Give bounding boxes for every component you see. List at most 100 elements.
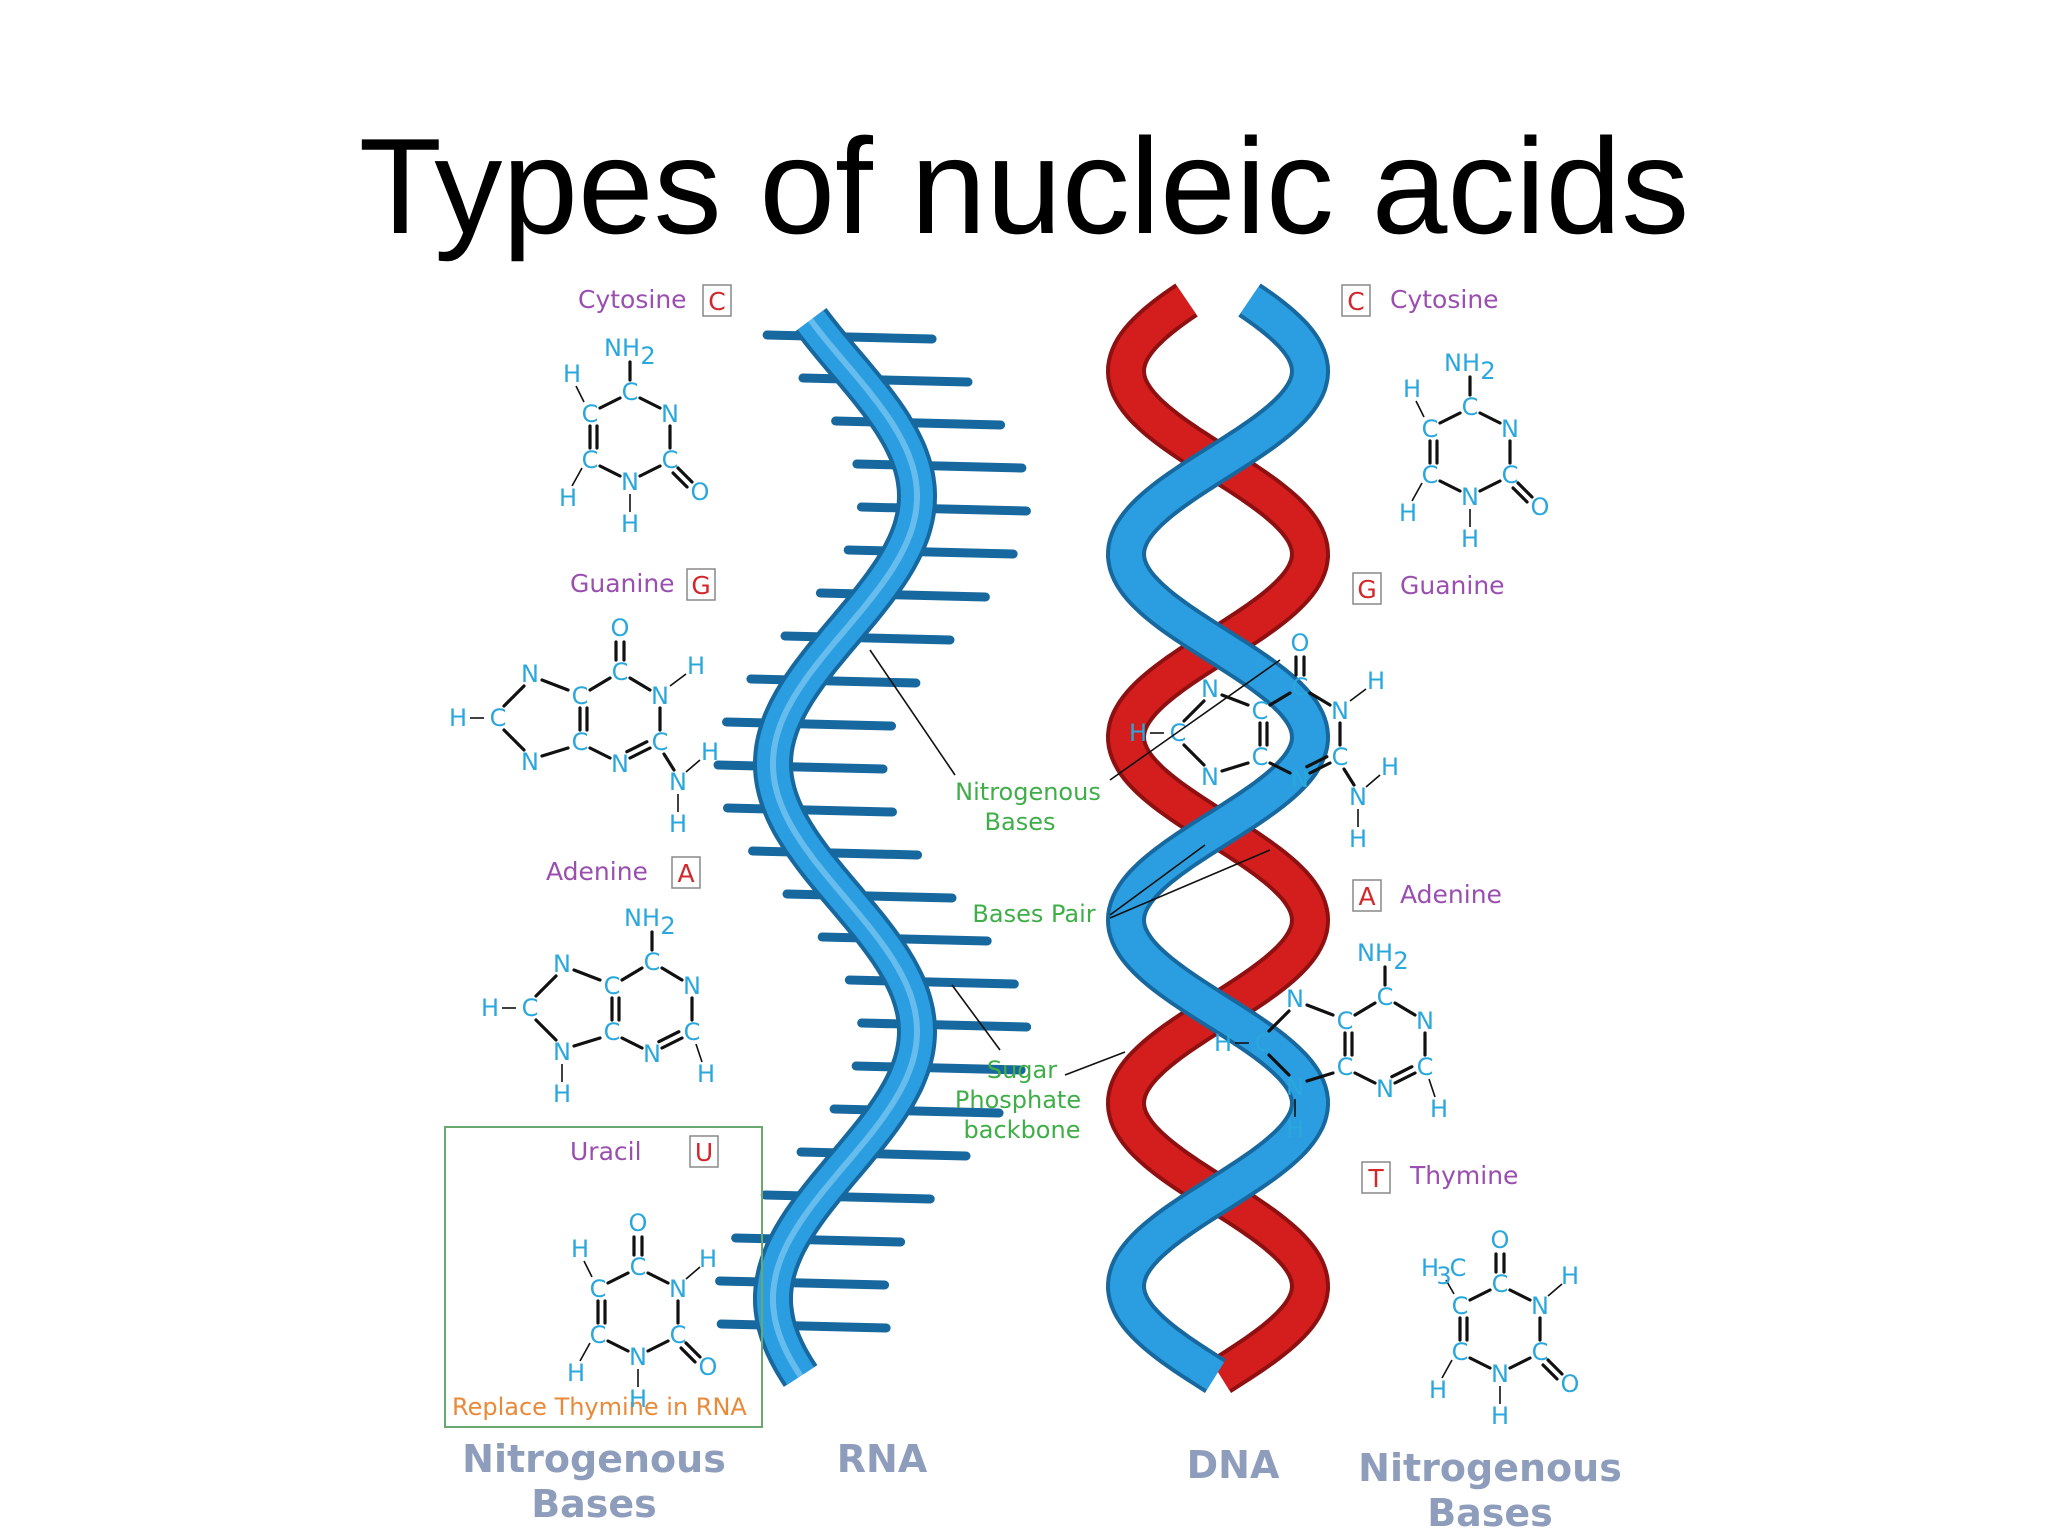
atom-label: H (567, 1359, 585, 1387)
svg-text:backbone: backbone (964, 1116, 1081, 1144)
atom-label: C (1292, 673, 1309, 701)
atom-label: C (1332, 743, 1349, 771)
atom-label: H (1491, 1402, 1509, 1430)
atom-label: O (611, 614, 630, 642)
bond-line (1393, 1001, 1417, 1017)
bond-line (1268, 691, 1292, 707)
atom-label: N (1201, 675, 1219, 703)
letter-box (1352, 572, 1382, 605)
svg-text:Phosphate: Phosphate (955, 1086, 1081, 1114)
h-bond-line (1411, 482, 1423, 502)
base-letter: A (677, 859, 694, 888)
h-bond-line (1349, 688, 1367, 702)
atom-label: NH (604, 334, 640, 362)
uracil-box (444, 1126, 763, 1428)
rna-base-rung (844, 975, 1019, 989)
letter-box (686, 568, 716, 601)
atom-label: H (699, 1245, 717, 1273)
bond-line (588, 676, 612, 692)
right-thymine-label: T Thymine (1361, 1161, 1518, 1194)
base-letter: C (708, 287, 725, 316)
rna-base-rung (798, 373, 973, 387)
rna-base-rung (851, 1061, 1026, 1075)
rna-base-rung (815, 588, 990, 602)
h-bond-line (1445, 1279, 1455, 1295)
atom-label: O (1491, 1226, 1510, 1254)
right-adenine-label: A Adenine (1352, 879, 1502, 912)
atom-label: C (582, 400, 599, 428)
bond-line (1508, 1288, 1532, 1302)
bond-line (1468, 1356, 1492, 1370)
bond-line (1511, 486, 1529, 504)
bond-line (540, 678, 570, 692)
atom-label: N (651, 682, 669, 710)
bond-line (657, 1030, 681, 1044)
left-uracil-label: Uracil U (570, 1135, 719, 1168)
atom-label: C (1450, 1254, 1467, 1282)
bond-line (1478, 411, 1502, 425)
atom-label: C (1452, 1338, 1469, 1366)
bond-line (660, 1036, 684, 1050)
bond-line (598, 396, 622, 410)
atom-label: H (1214, 1029, 1232, 1057)
atom-label: H (571, 1235, 589, 1263)
atom-label: N (621, 468, 639, 496)
atom-label: C (1502, 461, 1519, 489)
atom-label: N (669, 768, 687, 796)
svg-text:Nitrogenous: Nitrogenous (462, 1437, 726, 1481)
footer-left-nitrogenous-bases: Nitrogenous Bases (462, 1437, 726, 1526)
base-name: Cytosine (578, 285, 687, 314)
right-guanine-label: G Guanine (1352, 571, 1505, 605)
atom-label: C (684, 1018, 701, 1046)
rna-backbone-highlight (769, 318, 921, 1378)
callout-sugar-phosphate: Sugar Phosphate backbone (955, 1056, 1081, 1144)
bond-line (1393, 1071, 1417, 1085)
rna-base-rung (722, 803, 897, 817)
rna-base-rung (731, 1233, 906, 1247)
atom-label: N (1461, 483, 1479, 511)
bond-line (628, 676, 652, 692)
atom-label: H (629, 1385, 647, 1413)
bond-line (1182, 699, 1206, 723)
footer-right-nitrogenous-bases: Nitrogenous Bases (1358, 1446, 1622, 1535)
bond-line (1267, 1053, 1291, 1077)
atom-label: N (1416, 1007, 1434, 1035)
atom-label: H (1367, 667, 1385, 695)
rna-base-rung (796, 1147, 971, 1161)
rna-base-rung (856, 502, 1031, 516)
atom-label: C (1255, 1029, 1272, 1057)
atom-subscript: 2 (1393, 947, 1408, 975)
atom-label: H (1430, 1095, 1448, 1123)
callout-bases-pair: Bases Pair (972, 900, 1095, 928)
atom-label: C (1452, 1292, 1469, 1320)
left-cytosine-label: Cytosine C (578, 284, 732, 317)
h-bond-line (1365, 774, 1381, 788)
h-bond-line (669, 673, 687, 687)
bond-line (540, 746, 570, 758)
atom-label: C (630, 1253, 647, 1281)
h-bond-line (1428, 1078, 1436, 1098)
bond-line (1308, 761, 1332, 775)
atom-label: H (563, 360, 581, 388)
atom-label: H (669, 810, 687, 838)
atom-label: C (652, 728, 669, 756)
bond-line (534, 974, 558, 998)
atom-label: O (1291, 629, 1310, 657)
atom-label: H (559, 484, 577, 512)
letter-box (702, 284, 732, 317)
h-bond-line (1441, 1359, 1453, 1379)
rna-base-rung (716, 1319, 891, 1333)
atom-label: N (661, 400, 679, 428)
atom-label: H (1421, 1254, 1439, 1282)
atom-label: C (1532, 1338, 1549, 1366)
atom-label: C (662, 446, 679, 474)
bond-line (502, 684, 526, 708)
rna-base-rung (780, 631, 955, 645)
svg-text:Nitrogenous: Nitrogenous (1358, 1446, 1622, 1490)
bond-line (679, 1346, 697, 1364)
